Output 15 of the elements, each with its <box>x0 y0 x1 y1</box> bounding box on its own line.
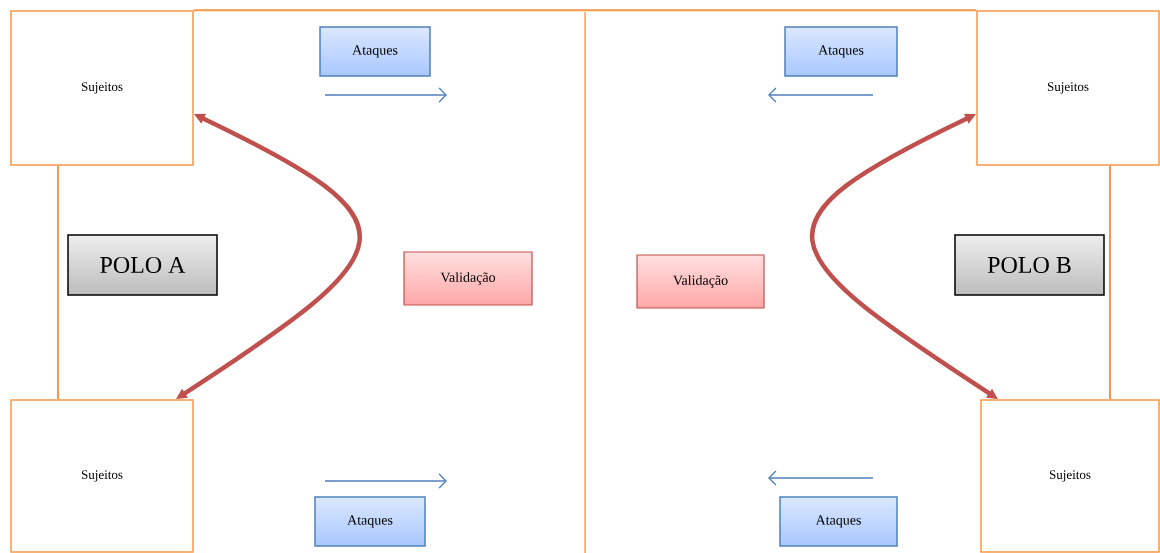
attack-box: Ataques <box>779 496 898 547</box>
validation-box: Validação <box>403 251 533 306</box>
subject-box: Sujeitos <box>10 399 194 553</box>
attack-box: Ataques <box>319 26 431 77</box>
attack-box: Ataques <box>314 496 426 547</box>
subject-box: Sujeitos <box>10 10 194 166</box>
pole-box: POLO B <box>954 234 1105 296</box>
connector-line <box>1109 164 1111 401</box>
pole-box: POLO A <box>67 234 218 296</box>
attack-box: Ataques <box>784 26 898 77</box>
subject-box: Sujeitos <box>976 10 1160 166</box>
subject-box: Sujeitos <box>980 399 1160 553</box>
validation-box: Validação <box>636 254 765 309</box>
connector-line <box>57 164 59 401</box>
connector-line <box>192 9 978 12</box>
